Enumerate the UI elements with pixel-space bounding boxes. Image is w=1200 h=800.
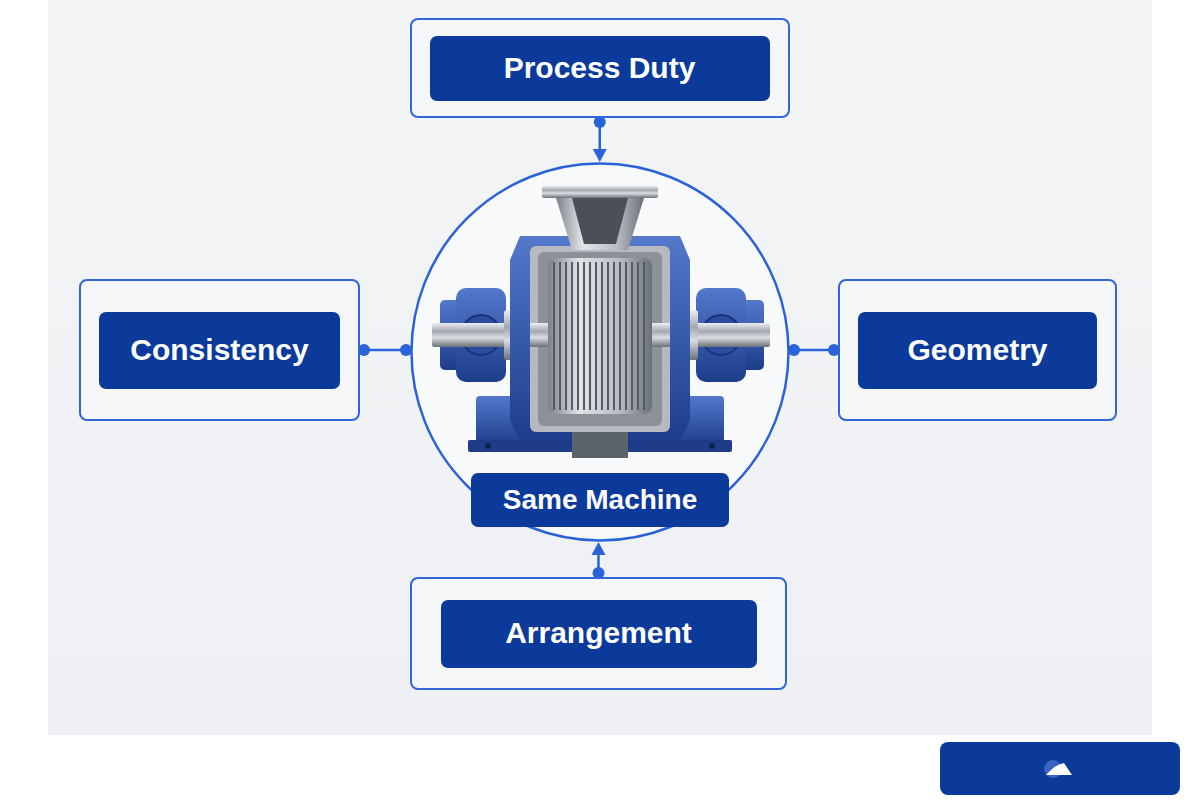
arrow-head [592,542,606,555]
label-text: Same Machine [503,484,698,516]
machine-circle: Same Machine [410,162,790,542]
concept-text: Consistency [130,333,308,368]
concept-label: Process Duty [430,36,770,101]
concept-label: Arrangement [441,600,757,668]
connector-dot [400,344,412,356]
concept-box: Geometry [838,279,1117,421]
logo-icon [940,742,1180,795]
concept-text: Process Duty [504,51,696,86]
arrow-head [593,149,607,162]
connector [788,344,840,356]
connector-dot [788,344,800,356]
concept-box: Process Duty [410,18,790,118]
concept-text: Arrangement [505,616,692,651]
concept-text: Geometry [907,333,1047,368]
concept-box: Arrangement [410,577,787,690]
machine-label: Same Machine [471,473,729,527]
concept-label: Geometry [858,312,1097,389]
logo-badge [940,742,1180,795]
connector [358,344,412,356]
circle-outline-path [412,164,789,541]
concept-box: Consistency [79,279,360,421]
connector [592,542,606,579]
concept-label: Consistency [99,312,340,389]
connector [593,116,607,162]
